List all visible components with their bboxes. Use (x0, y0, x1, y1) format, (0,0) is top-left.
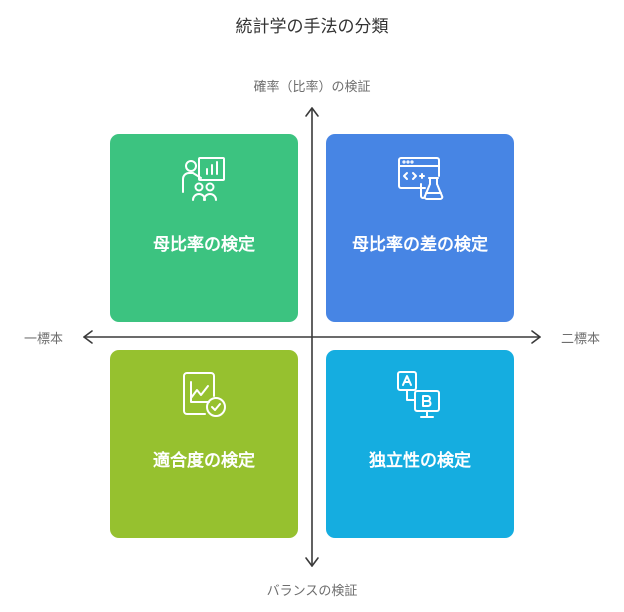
ab-test-icon (397, 371, 440, 418)
presenter-icon (182, 157, 225, 201)
quadrant-one-sample-proportion: 母比率の検定 (110, 134, 298, 322)
lab-browser-icon (398, 157, 444, 200)
quadrant-label: 母比率の差の検定 (352, 235, 488, 255)
arrow-up-icon (305, 107, 319, 117)
arrow-down-icon (305, 557, 319, 567)
quadrant-two-sample-proportion-difference: 母比率の差の検定 (326, 134, 514, 322)
chart-document-check-icon (183, 372, 226, 417)
arrow-right-icon (531, 330, 541, 344)
arrow-left-icon (83, 330, 93, 344)
axis-label-left: 一標本 (24, 332, 64, 347)
quadrant-independence: 独立性の検定 (326, 350, 514, 538)
quadrant-label: 独立性の検定 (369, 451, 471, 471)
axis-label-bottom: バランスの検証 (266, 584, 358, 599)
diagram-title: 統計学の手法の分類 (235, 17, 389, 37)
quadrant-label: 適合度の検定 (153, 451, 255, 471)
axis-label-right: 二標本 (560, 332, 600, 347)
axis-label-top: 確率（比率）の検証 (253, 80, 371, 95)
quadrant-label: 母比率の検定 (153, 235, 255, 255)
quadrant-goodness-of-fit: 適合度の検定 (110, 350, 298, 538)
